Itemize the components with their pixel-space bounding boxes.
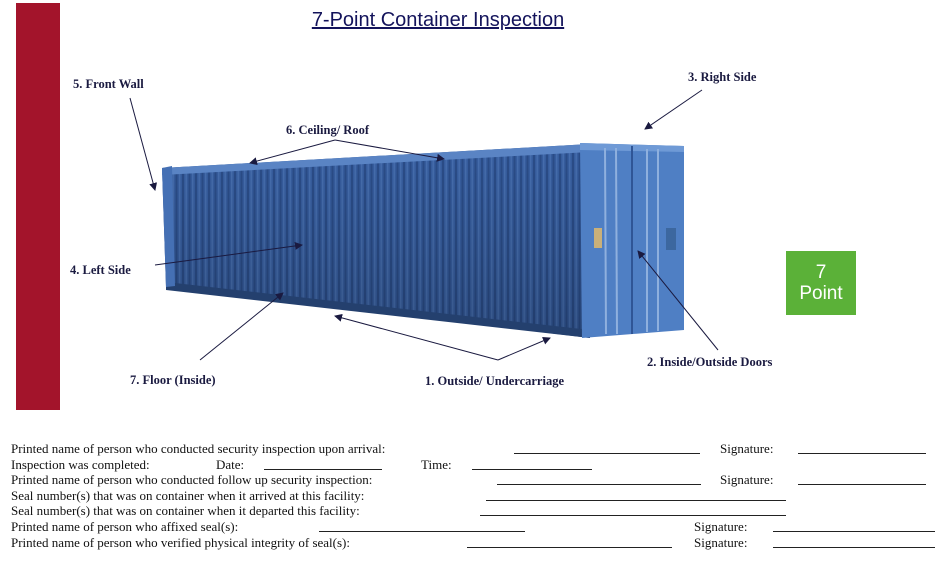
arrow-ceiling-right	[334, 139, 445, 162]
arrow-right-side	[644, 89, 703, 130]
seal-arrived-label: Seal number(s) that was on container whe…	[11, 487, 365, 503]
arrival-signature-label: Signature:	[720, 441, 774, 456]
followup-signature-label: Signature:	[720, 472, 774, 488]
page-title-text: 7-Point Container Inspection	[311, 9, 565, 31]
date-field[interactable]	[264, 457, 382, 470]
container-left-side	[162, 144, 590, 338]
label-front-wall: 5. Front Wall	[73, 77, 144, 91]
followup-signature-field[interactable]	[798, 472, 926, 486]
page-title: 7-Point Container Inspection	[0, 9, 940, 32]
arrival-name-field[interactable]	[514, 441, 700, 454]
affixed-signature-label: Signature:	[694, 518, 748, 534]
container-doors	[580, 143, 684, 338]
seal-departed-label: Seal number(s) that was on container whe…	[11, 503, 360, 519]
label-right-side: 3. Right Side	[688, 70, 757, 84]
arrow-doors	[637, 250, 719, 351]
accent-sidebar	[16, 3, 60, 410]
label-floor: 7. Floor (Inside)	[130, 373, 216, 387]
badge-word: Point	[799, 283, 843, 304]
container-front-edge	[162, 166, 175, 287]
completed-label: Inspection was completed:	[11, 456, 150, 472]
label-undercarriage: 1. Outside/ Undercarriage	[425, 374, 564, 388]
affixed-signature-field[interactable]	[773, 519, 935, 532]
verified-field[interactable]	[467, 535, 672, 548]
arrow-undercarriage-right	[497, 337, 551, 361]
arrow-floor	[199, 292, 284, 361]
container-diagram: 5. Front Wall 6. Ceiling/ Roof 3. Right …	[70, 70, 773, 388]
arrival-name-label: Printed name of person who conducted sec…	[11, 441, 386, 456]
badge-number: 7	[815, 262, 827, 283]
affixed-label: Printed name of person who affixed seal(…	[11, 518, 239, 534]
verified-signature-field[interactable]	[773, 535, 935, 548]
arrival-signature-field[interactable]	[798, 441, 926, 454]
seal-departed-field[interactable]	[480, 503, 786, 517]
affixed-field[interactable]	[319, 519, 525, 532]
followup-name-label: Printed name of person who conducted fol…	[11, 472, 373, 488]
followup-name-field[interactable]	[497, 472, 701, 486]
arrow-front-wall	[129, 97, 158, 191]
arrow-ceiling-left	[249, 139, 336, 166]
seal-arrived-field[interactable]	[486, 488, 786, 501]
verified-signature-label: Signature:	[694, 534, 748, 550]
arrow-left-side	[154, 241, 303, 266]
seven-point-badge: 7 Point	[786, 251, 856, 315]
arrow-undercarriage-left	[334, 313, 499, 361]
date-label: Date:	[216, 456, 245, 472]
verified-label: Printed name of person who verified phys…	[11, 534, 350, 550]
label-ceiling-roof: 6. Ceiling/ Roof	[286, 123, 370, 137]
label-left-side: 4. Left Side	[70, 263, 131, 277]
time-label: Time:	[421, 456, 452, 472]
time-field[interactable]	[472, 457, 592, 470]
label-doors: 2. Inside/Outside Doors	[647, 355, 773, 369]
